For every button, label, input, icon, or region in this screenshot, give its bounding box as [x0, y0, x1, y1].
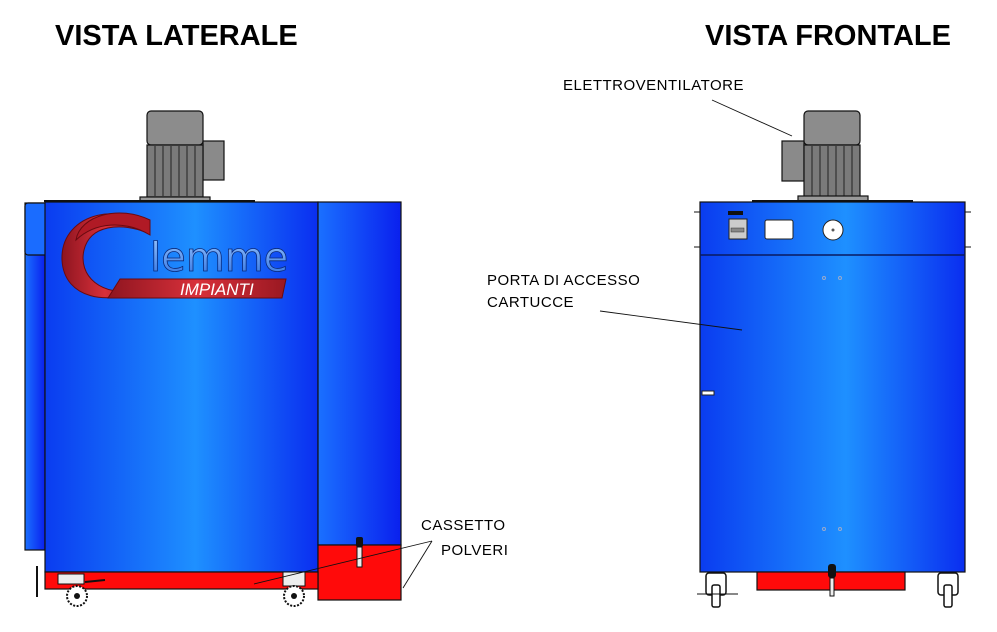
access-door-label-line1: PORTA DI ACCESSO [487, 272, 640, 289]
side-view: lemme IMPIANTI CASSETTO POLVERI [24, 110, 508, 607]
ciemme-logo: lemme IMPIANTI [61, 212, 289, 299]
side-motor [139, 110, 225, 203]
wheel-icon [36, 566, 106, 607]
wheel-icon [937, 572, 959, 608]
logo-subtitle: IMPIANTI [180, 280, 254, 299]
logo-brand-text: lemme [150, 235, 288, 281]
side-right-panel [317, 201, 402, 546]
front-motor [781, 110, 869, 203]
front-view: ELETTROVENTILATORE PORTA DI ACCESSO CART… [487, 77, 971, 608]
control-display [764, 219, 794, 240]
side-main-body [44, 201, 319, 573]
wheel-icon [697, 572, 738, 608]
door-handle [701, 390, 715, 396]
leader-line [599, 310, 743, 331]
access-door-label-line2: CARTUCCE [487, 294, 574, 311]
drawer-clamp-icon [356, 537, 363, 568]
indicator-light [728, 211, 743, 215]
side-view-title: VISTA LATERALE [55, 20, 298, 52]
dust-drawer-label-line1: CASSETTO [421, 517, 506, 534]
front-view-title: VISTA FRONTALE [705, 20, 951, 52]
leader-line [711, 99, 793, 137]
drawer-clamp-icon [828, 564, 836, 597]
side-base [44, 571, 319, 590]
dust-drawer-label-line2: POLVERI [441, 542, 508, 559]
leader-line [253, 540, 433, 585]
front-body [699, 201, 966, 573]
wheel-icon [282, 571, 306, 607]
leader-line [402, 540, 433, 589]
fan-motor-label: ELETTROVENTILATORE [563, 77, 744, 94]
